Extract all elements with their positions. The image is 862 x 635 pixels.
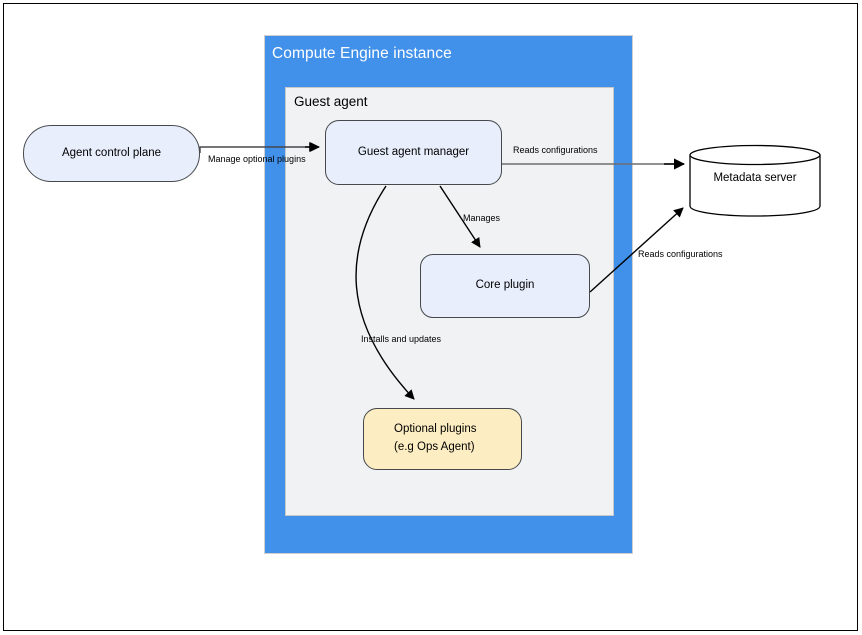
node-guest-agent-manager-label: Guest agent manager <box>357 145 470 158</box>
cylinder-icon <box>689 144 821 217</box>
container-guest-agent-label: Guest agent <box>294 94 368 109</box>
node-metadata-server-label: Metadata server <box>713 172 797 184</box>
node-optional-plugins-label-line2: (e.g Ops Agent) <box>394 441 475 453</box>
edge-manages <box>439 185 481 248</box>
edge-label-reads-configurations-bottom: Reads configurations <box>638 249 723 259</box>
edge-label-manages: Manages <box>463 213 501 223</box>
node-core-plugin[interactable]: Core plugin <box>420 254 590 318</box>
node-agent-control-plane-label: Agent control plane <box>61 146 162 159</box>
node-core-plugin-label: Core plugin <box>475 279 535 292</box>
node-optional-plugins-label: Optional plugins (e.g Ops Agent) <box>394 421 476 457</box>
edge-reads-configurations-bottom <box>589 207 684 293</box>
node-agent-control-plane[interactable]: Agent control plane <box>23 125 200 182</box>
edge-label-reads-configurations-top: Reads configurations <box>513 145 598 155</box>
edge-label-installs-and-updates: Installs and updates <box>361 334 442 344</box>
container-compute-engine-instance-label: Compute Engine instance <box>272 45 452 62</box>
edge-label-manage-optional-plugins: Manage optional plugins <box>208 154 306 164</box>
edge-installs-and-updates <box>355 185 415 400</box>
node-optional-plugins[interactable]: Optional plugins (e.g Ops Agent) <box>363 408 522 470</box>
image-frame-border <box>3 3 858 631</box>
edge-manage-optional-plugins <box>199 142 320 153</box>
node-metadata-server[interactable]: Metadata server <box>689 144 821 217</box>
node-guest-agent-manager[interactable]: Guest agent manager <box>325 120 502 185</box>
node-optional-plugins-label-line1: Optional plugins <box>394 423 477 436</box>
